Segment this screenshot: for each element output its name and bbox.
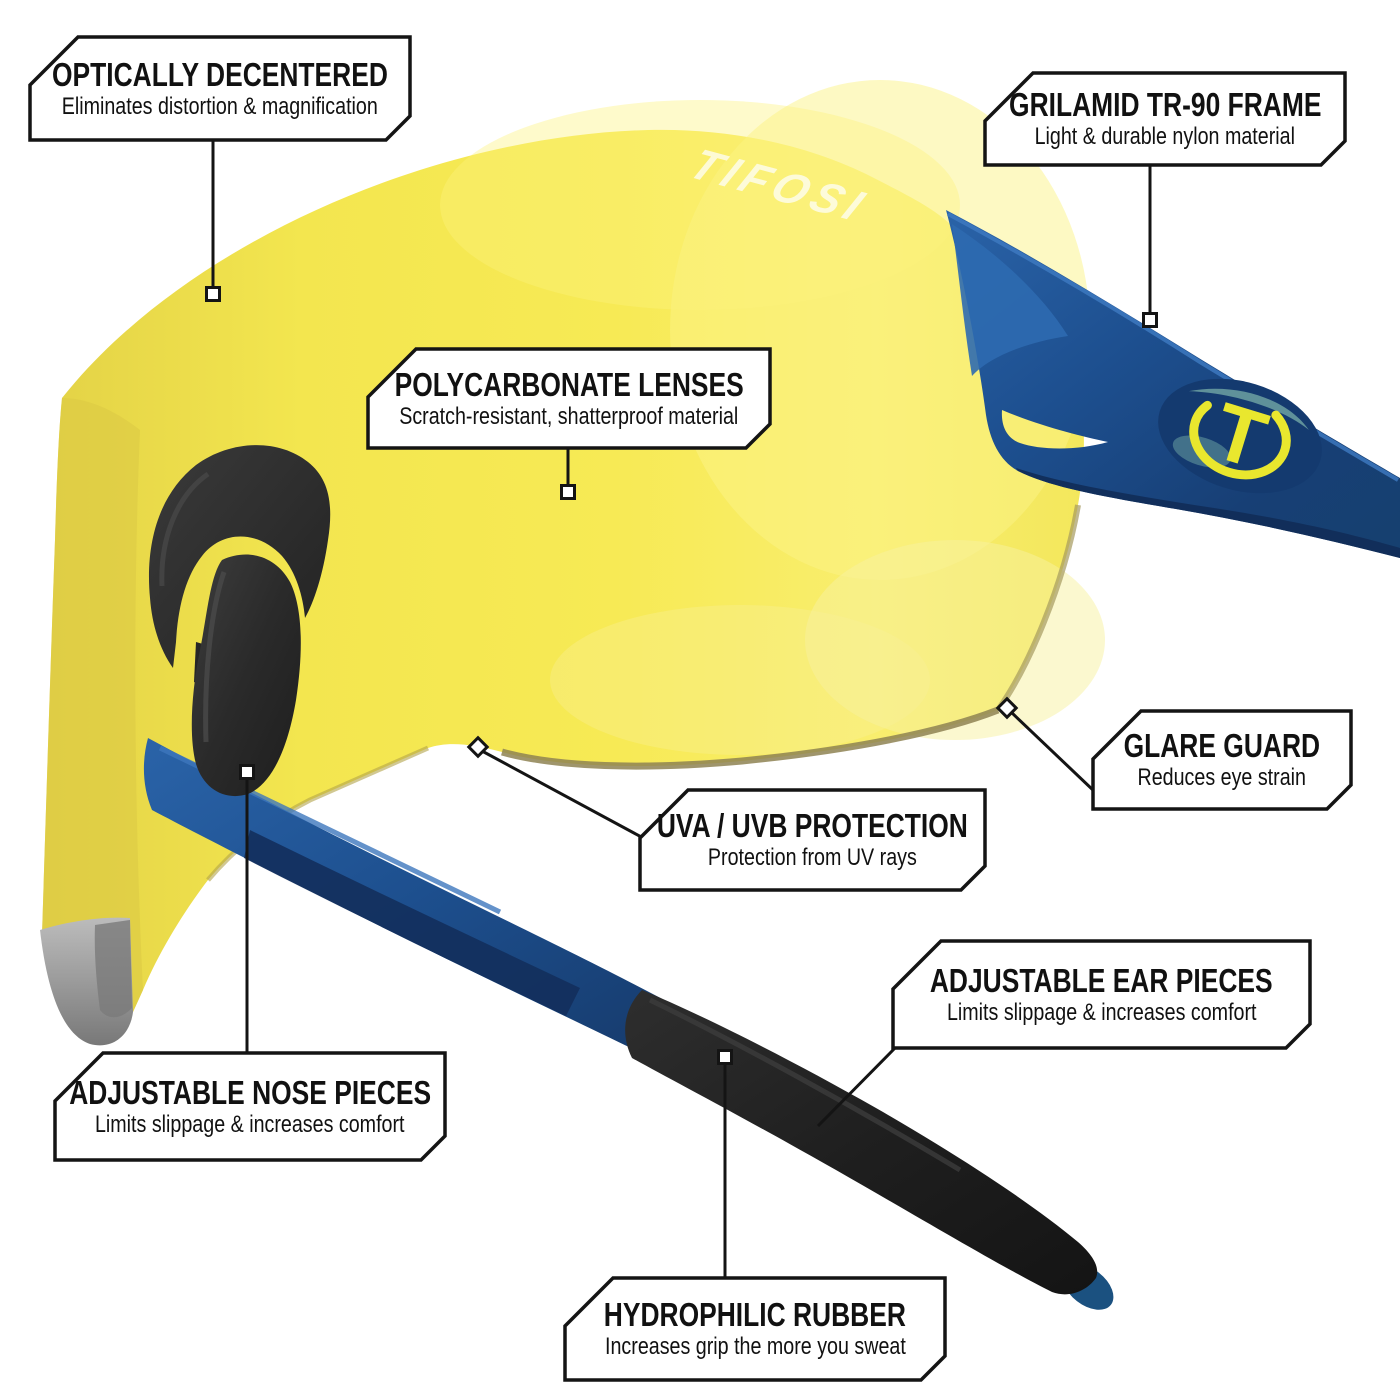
callout-connectors (205, 140, 1158, 1278)
nose-pad (191, 554, 301, 797)
callout-box-glare-guard (1091, 709, 1353, 811)
callout-box-polycarbonate-lenses (366, 347, 772, 450)
left-temple-dark-streak (244, 830, 580, 1016)
callout-box-nose-pieces (53, 1051, 447, 1162)
right-temple-dark-band (1016, 468, 1400, 558)
right-temple-inner-face (952, 224, 1068, 376)
right-temple-top-highlight (947, 212, 1400, 482)
lens-bottom-rim (501, 706, 1000, 770)
connector-ear-pieces (816, 1045, 898, 1128)
marker-nose-pieces (239, 764, 255, 780)
marker-hydrophilic-rubber (717, 1049, 733, 1065)
lens-tip (40, 917, 133, 1046)
callout-box-grilamid-frame (983, 71, 1347, 167)
marker-polycarbonate-lenses (560, 484, 576, 500)
callout-box-hydrophilic-rubber (563, 1276, 947, 1382)
lens-highlight (550, 605, 930, 755)
nose-piece (148, 445, 331, 797)
callout-box-ear-pieces (891, 939, 1312, 1050)
marker-grilamid-frame (1142, 312, 1158, 328)
nose-hook (148, 445, 331, 668)
badge-teal-reflection (1188, 388, 1309, 430)
hydrophilic-rubber-sleeve (625, 990, 1098, 1295)
lens-left-band-shade (42, 398, 143, 1012)
lens-highlight (670, 80, 1090, 580)
marker-optically-decentered (205, 286, 221, 302)
badge-ring (1189, 392, 1291, 480)
lens-highlight (440, 100, 960, 310)
lens-right-rim (995, 504, 1081, 712)
rubber-highlight (648, 997, 962, 1173)
callout-box-optically-decentered (28, 35, 412, 142)
nose-hook-highlight (159, 471, 210, 587)
callout-box-uva-uvb (638, 788, 987, 892)
shield-lens (42, 80, 1105, 1013)
callout-boxes (28, 35, 1353, 1382)
temple-logo-badge: T (1158, 378, 1322, 494)
nose-pad-highlight (203, 571, 227, 743)
marker-uva-uvb (466, 735, 490, 759)
ear-piece-rubber (625, 990, 1114, 1310)
lens-highlight (805, 540, 1105, 740)
connector-uva-uvb (481, 749, 646, 841)
marker-glare-guard (995, 696, 1019, 720)
right-temple-arm: T (946, 210, 1400, 558)
connector-glare-guard (1009, 710, 1096, 793)
lens-tip-shade (94, 920, 132, 1018)
